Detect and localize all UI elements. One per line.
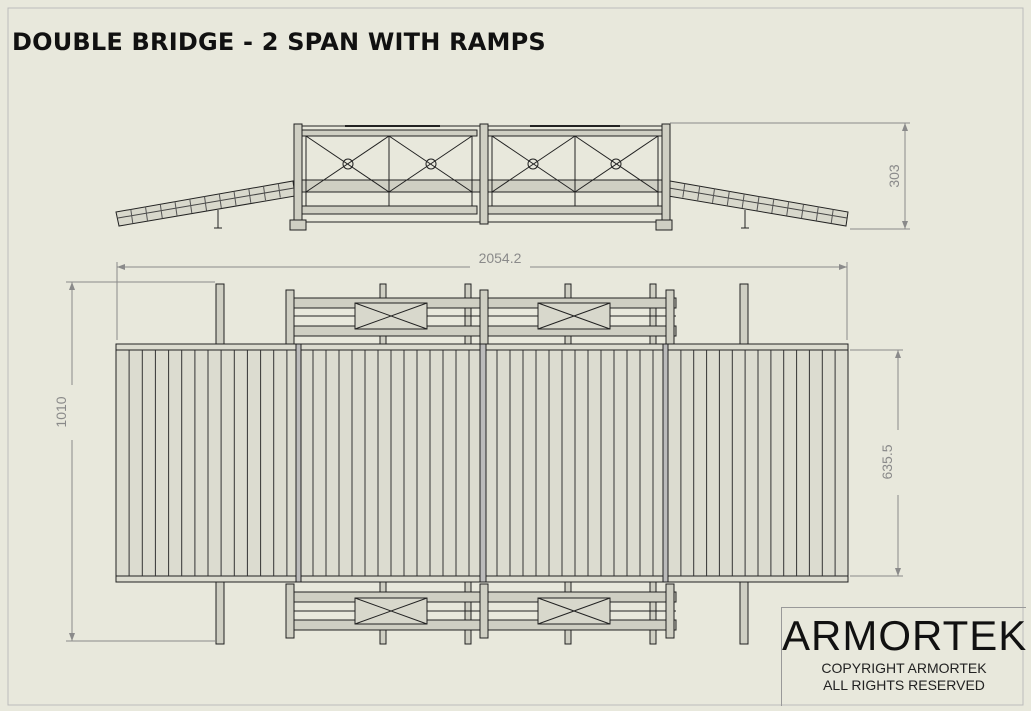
ramp-cleat [741,193,745,208]
ramp-cleat [712,188,715,203]
height-dimension [670,122,910,230]
ramp-cleat [204,196,207,211]
copyright-line-2: ALL RIGHTS RESERVED [823,677,985,693]
ramp-cleat [130,209,134,224]
ramp-cleat [830,209,834,224]
ramp-cleat [174,201,178,216]
left-ramp-side [115,180,296,229]
length-dimension [116,262,848,340]
ramp-cleat [159,204,163,219]
ramp-cleat [756,196,760,211]
ramp-cleat [145,206,148,221]
drawing-title: DOUBLE BRIDGE - 2 SPAN WITH RAMPS [12,28,546,56]
deck-panels [115,343,849,583]
deck-width-dimension [850,349,903,577]
height-dimension-label: 303 [886,164,902,188]
length-dimension-label: 2054.2 [479,250,522,266]
width-dimension-label: 1010 [53,396,69,427]
copyright-line-1: COPYRIGHT ARMORTEK [821,660,987,676]
width-dimension [66,281,215,642]
right-span-truss [479,123,673,231]
top-truss-strip [285,289,677,345]
left-span-truss [289,123,483,231]
ramp-cleat [697,186,701,201]
title-block: ARMORTEK COPYRIGHT ARMORTEK ALL RIGHTS R… [781,607,1026,706]
ramp-cleat [277,183,281,198]
right-ramp-side [667,180,849,229]
brand-logo-text: ARMORTEK [782,612,1028,659]
side-elevation-view [115,122,910,231]
plan-view [66,262,903,645]
ramp-cleat [801,204,804,219]
deck-width-dimension-label: 635.5 [879,444,895,479]
ramp-cleat [233,191,237,206]
ramp-cleat [771,199,775,214]
ramp-cleat [248,188,252,203]
ramp-cleat [218,193,222,208]
ramp-cleat [815,206,819,221]
bottom-truss-strip [285,583,677,639]
ramp-cleat [786,201,790,216]
sheet-border [7,7,1024,706]
ramp-cleat [726,191,730,206]
ramp-cleat [189,199,193,214]
ramp-cleat [682,183,686,198]
ramp-cleat [263,186,266,201]
